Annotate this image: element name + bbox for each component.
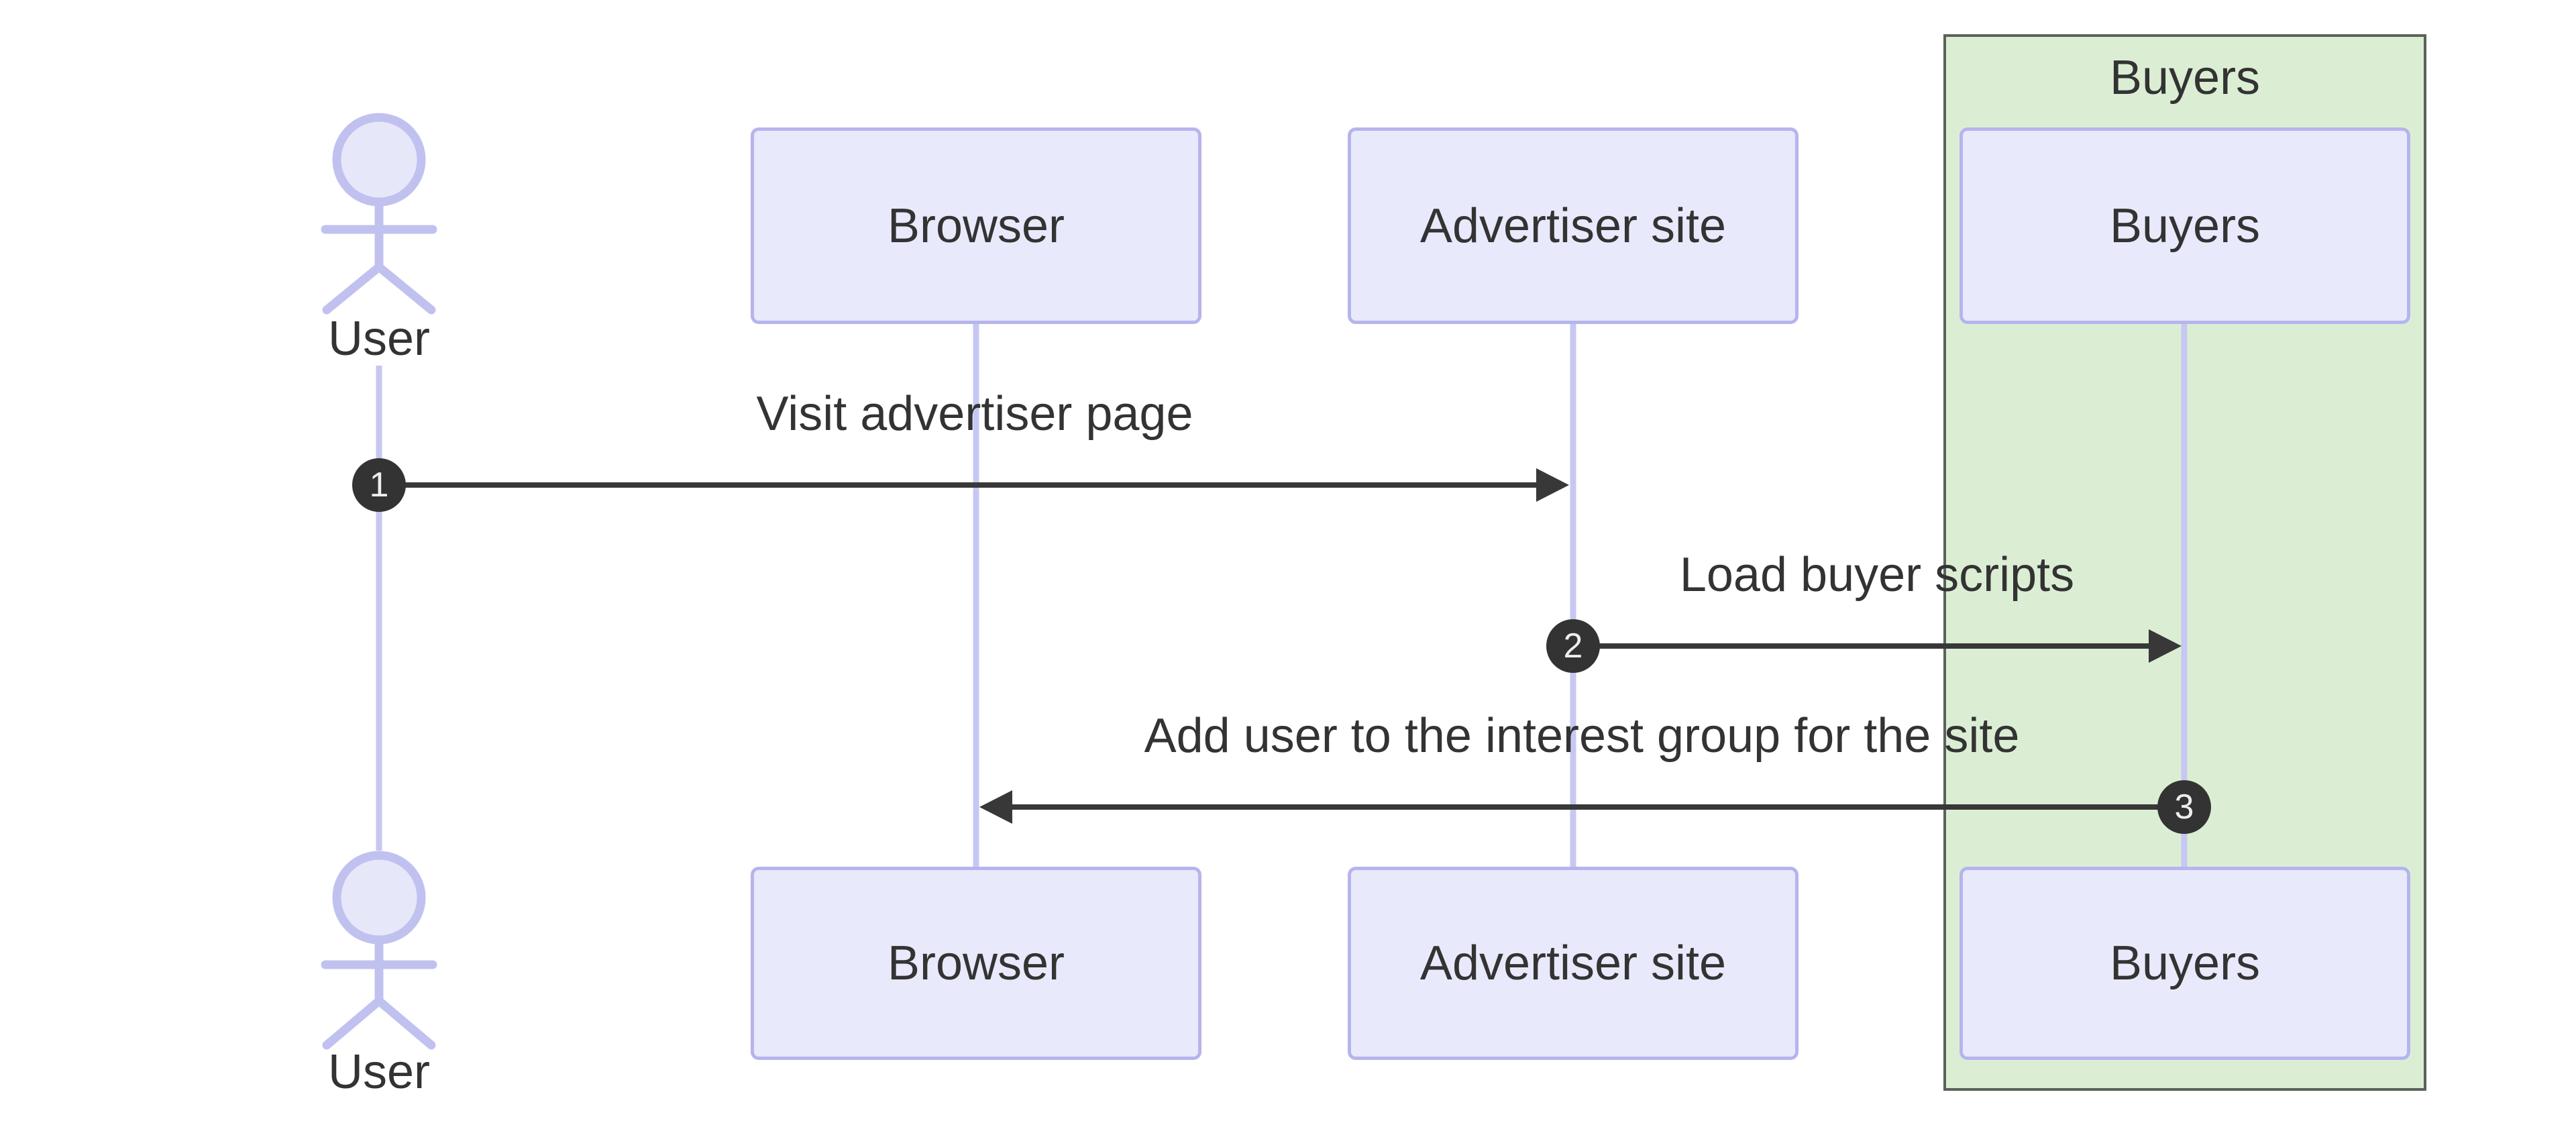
actor-leg-left — [322, 996, 384, 1050]
arrowhead-right-icon — [2149, 629, 2182, 663]
actor-leg-left — [322, 262, 384, 315]
arrow-message-1 — [379, 468, 1569, 502]
participant-label: Advertiser site — [1419, 937, 1727, 990]
message-3-label: Add user to the interest group for the s… — [1144, 709, 2020, 763]
actor-head-icon — [332, 113, 426, 207]
participant-box-buyers-bottom: Buyers — [1960, 867, 2410, 1060]
participant-box-advertiser-site-top: Advertiser site — [1348, 127, 1799, 324]
participant-label: Browser — [887, 199, 1065, 253]
participant-box-buyers-top: Buyers — [1960, 127, 2410, 324]
participant-label: Browser — [887, 937, 1065, 990]
message-1-number-badge: 1 — [352, 458, 406, 512]
message-3-number-badge: 3 — [2157, 780, 2211, 834]
actor-leg-right — [374, 262, 436, 315]
arrowhead-left-icon — [979, 790, 1012, 824]
participant-label: Buyers — [2109, 199, 2261, 253]
participant-label: Advertiser site — [1419, 199, 1727, 253]
actor-figure-user-top — [321, 113, 437, 315]
message-1-label: Visit advertiser page — [756, 387, 1193, 441]
arrow-message-2 — [1573, 629, 2182, 663]
actor-leg-right — [374, 996, 436, 1050]
actor-figure-user-bottom — [321, 851, 437, 1050]
participant-box-browser-top: Browser — [751, 127, 1201, 324]
actor-label-user-top: User — [327, 312, 431, 366]
actor-head-icon — [332, 851, 426, 945]
arrow-message-3 — [979, 790, 2184, 824]
message-2-number-badge: 2 — [1546, 619, 1600, 673]
message-2-label: Load buyer scripts — [1679, 548, 2075, 602]
actor-label-user-bottom: User — [327, 1045, 431, 1099]
participant-box-advertiser-site-bottom: Advertiser site — [1348, 867, 1799, 1060]
participant-label: Buyers — [2109, 937, 2261, 990]
participant-box-browser-bottom: Browser — [751, 867, 1201, 1060]
arrowhead-right-icon — [1536, 468, 1569, 502]
buyers-group-title: Buyers — [2109, 51, 2261, 105]
